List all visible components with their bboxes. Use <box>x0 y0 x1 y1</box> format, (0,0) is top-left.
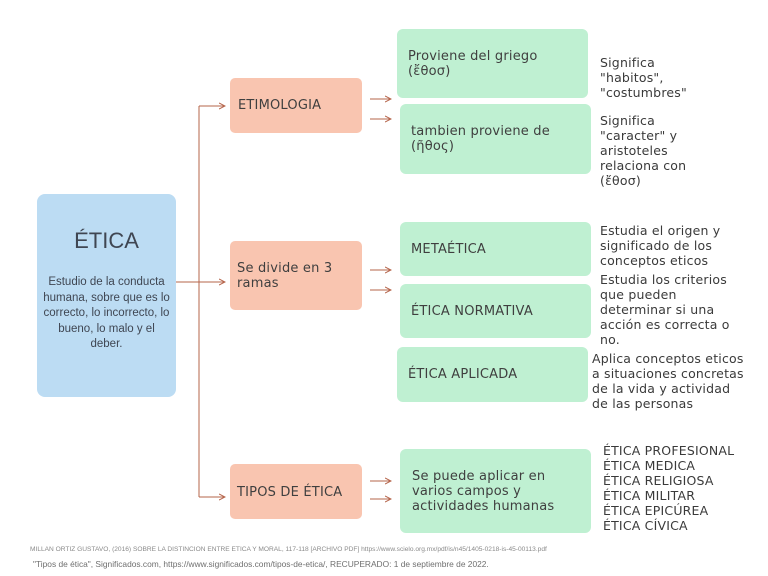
branch-etimologia: ETIMOLOGIA <box>230 78 362 133</box>
branch-ramas: Se divide en 3 ramas <box>230 241 362 310</box>
branch-etimologia-label: ETIMOLOGIA <box>238 98 322 113</box>
leaf-griego-text: Proviene del griego (ἔθοσ) <box>408 49 538 79</box>
note-aplicada: Aplica conceptos eticos a situaciones co… <box>592 351 744 411</box>
leaf-griego: Proviene del griego (ἔθοσ) <box>397 29 588 98</box>
branch-ramas-label: Se divide en 3 ramas <box>237 261 333 291</box>
note-tipos-list: ÉTICA PROFESIONAL ÉTICA MEDICA ÉTICA REL… <box>603 443 735 533</box>
leaf-normativa: ÉTICA NORMATIVA <box>400 284 591 338</box>
leaf-campos-text: Se puede aplicar en varios campos y acti… <box>412 469 555 514</box>
main-title: ÉTICA <box>74 228 139 253</box>
main-description: Estudio de la conducta humana, sobre que… <box>43 276 170 350</box>
note-tambien: Significa "caracter" y aristoteles relac… <box>600 113 687 188</box>
leaf-aplicada: ÉTICA APLICADA <box>397 347 588 402</box>
leaf-campos: Se puede aplicar en varios campos y acti… <box>400 449 591 533</box>
leaf-normativa-text: ÉTICA NORMATIVA <box>411 304 533 319</box>
branch-tipos-label: TIPOS DE ÉTICA <box>237 485 343 500</box>
reference-2: "Tipos de ética", Significados.com, http… <box>33 559 489 569</box>
leaf-metaetica-text: METAÉTICA <box>411 242 487 257</box>
leaf-tambien: tambien proviene de (ῆθος) <box>400 104 591 174</box>
note-normativa: Estudia los criterios que pueden determi… <box>600 272 730 347</box>
main-node-etica: ÉTICA Estudio de la conducta humana, sob… <box>37 194 176 397</box>
leaf-tambien-text: tambien proviene de (ῆθος) <box>411 124 550 154</box>
reference-1: MILLAN ORTIZ GUSTAVO, (2016) SOBRE LA DI… <box>30 546 547 553</box>
note-griego: Significa "habitos", "costumbres" <box>600 55 687 100</box>
leaf-metaetica: METAÉTICA <box>400 222 591 276</box>
branch-tipos: TIPOS DE ÉTICA <box>230 464 362 519</box>
leaf-aplicada-text: ÉTICA APLICADA <box>408 367 518 382</box>
note-metaetica: Estudia el origen y significado de los c… <box>600 223 721 268</box>
